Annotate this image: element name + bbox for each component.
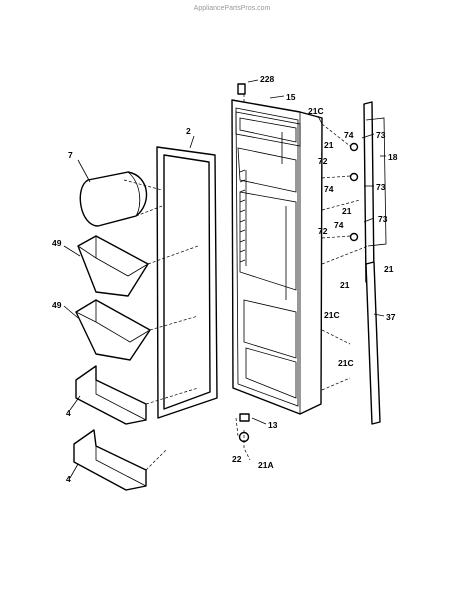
label-73-b: 73 [376,182,386,192]
label-74-c: 74 [334,220,344,230]
label-22: 22 [232,454,242,464]
label-37: 37 [386,312,396,322]
label-18: 18 [388,152,398,162]
label-21c-b: 21C [324,310,340,320]
label-21-b: 21 [342,206,352,216]
label-49-a: 49 [52,238,62,248]
dairy-door [79,171,148,227]
part-labels: 228 15 2 7 21C 21 74 73 18 72 74 73 21 7… [52,74,398,484]
label-4-a: 4 [66,408,71,418]
door-bin-upper [77,235,149,297]
label-21c-c: 21C [338,358,354,368]
label-73-c: 73 [378,214,388,224]
label-21-c: 21 [384,264,394,274]
hinge-pin [237,83,246,95]
label-72-a: 72 [318,156,328,166]
label-74-a: 74 [344,130,354,140]
door-handle-upper [349,101,387,283]
label-15: 15 [286,92,296,102]
leader-lines [123,94,369,471]
shelf-ribs [239,169,247,266]
label-leaders [63,79,386,479]
label-13: 13 [268,420,278,430]
label-228: 228 [260,74,274,84]
door-handle-lower [365,261,381,425]
label-74-b: 74 [324,184,334,194]
door-shelf-upper [75,365,147,425]
label-72-b: 72 [318,226,328,236]
label-7: 7 [68,150,73,160]
label-21c-a: 21C [308,106,324,116]
label-21-a: 21 [324,140,334,150]
watermark-text: AppliancePartsPros.com [194,5,271,12]
label-21a: 21A [258,460,274,470]
label-73-a: 73 [376,130,386,140]
door-gasket [156,146,218,419]
label-2: 2 [186,126,191,136]
label-4-b: 4 [66,474,71,484]
door-shelf-lower [73,429,147,491]
door-liner [231,83,323,415]
label-49-b: 49 [52,300,62,310]
label-21-d: 21 [340,280,350,290]
door-bin-lower [75,299,151,361]
